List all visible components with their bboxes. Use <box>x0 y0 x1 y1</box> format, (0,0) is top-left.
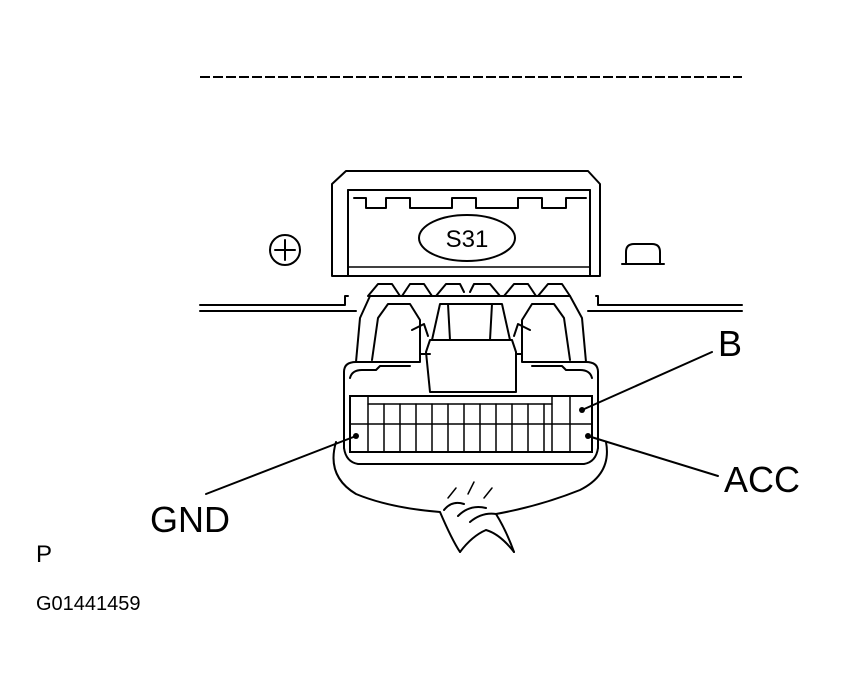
connector-id-badge <box>418 214 516 262</box>
leader-b <box>581 351 713 411</box>
terminal-cavity-grid <box>349 395 593 453</box>
plus-mark-icon <box>269 234 301 266</box>
socket-symbol-icon <box>625 243 661 265</box>
receptacle-notched-rim <box>353 197 587 209</box>
receptacle-frame <box>331 170 601 277</box>
wire-harness <box>332 441 608 553</box>
panel-plate <box>199 295 743 312</box>
terminal-label-acc: ACC <box>724 459 800 500</box>
terminal-label-b: B <box>718 323 742 364</box>
leader-acc <box>587 435 719 477</box>
latch-fingers <box>367 283 571 297</box>
terminal-label-gnd: GND <box>150 499 230 540</box>
figure-code: G01441459 <box>36 593 141 615</box>
connector-plug <box>343 283 599 465</box>
leader-gnd <box>205 435 357 495</box>
connector-id-label: S31 <box>446 226 489 253</box>
view-marker: P <box>36 541 52 568</box>
